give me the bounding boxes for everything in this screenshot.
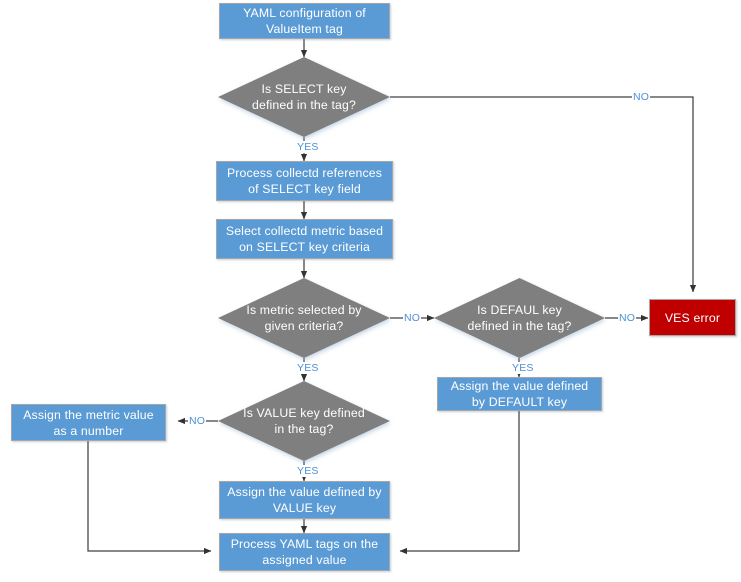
edge-assign-number-to-process-tags (87, 441, 212, 555)
node-value-key-decision[interactable]: Is VALUE key defined in the tag? (218, 381, 390, 461)
node-metric-selected-label: Is metric selected by given criteria? (246, 303, 362, 333)
node-defaul-key-label: Is DEFAUL key defined in the tag? (467, 303, 572, 333)
edge-label-metric-no: NO (403, 312, 422, 324)
node-assign-number-label: Assign the metric value as a number (23, 407, 154, 438)
node-select-key-label: Is SELECT key defined in the tag? (251, 82, 357, 112)
node-select-key-decision[interactable]: Is SELECT key defined in the tag? (218, 57, 390, 137)
node-start-label: YAML configuration of ValueItem tag (243, 6, 366, 36)
node-assign-number[interactable]: Assign the metric value as a number (11, 404, 166, 441)
node-ves-error[interactable]: VES error (649, 299, 736, 336)
node-assign-value[interactable]: Assign the value defined by VALUE key (219, 481, 390, 519)
node-process-tags-label: Process YAML tags on the assigned value (230, 537, 379, 567)
node-defaul-key-decision[interactable]: Is DEFAUL key defined in the tag? (434, 278, 605, 358)
node-ves-error-label: VES error (664, 310, 721, 325)
node-select-metric[interactable]: Select collectd metric based on SELECT k… (216, 219, 393, 259)
node-start[interactable]: YAML configuration of ValueItem tag (219, 3, 390, 39)
node-process-refs-label: Process collectd references of SELECT ke… (226, 166, 383, 196)
edge-label-metric-yes: YES (296, 362, 320, 374)
edge-label-value-no: NO (188, 415, 207, 427)
node-assign-value-label: Assign the value defined by VALUE key (227, 485, 382, 515)
edge-select-no-to-ves (390, 96, 697, 293)
edge-label-defaul-yes: YES (511, 362, 535, 374)
node-process-tags[interactable]: Process YAML tags on the assigned value (219, 533, 390, 571)
node-value-key-label: Is VALUE key defined in the tag? (243, 406, 365, 436)
edge-label-defaul-no: NO (618, 312, 637, 324)
edge-assign-default-to-process-tags (399, 411, 520, 555)
edge-label-value-yes: YES (296, 465, 320, 477)
node-assign-default-label: Assign the value defined by DEFAULT key (450, 379, 589, 409)
edge-label-select-yes: YES (296, 141, 320, 153)
node-select-metric-label: Select collectd metric based on SELECT k… (225, 224, 384, 254)
edge-label-select-no: NO (632, 91, 651, 103)
node-metric-selected-decision[interactable]: Is metric selected by given criteria? (218, 278, 390, 358)
node-process-refs[interactable]: Process collectd references of SELECT ke… (216, 161, 393, 201)
node-assign-default[interactable]: Assign the value defined by DEFAULT key (437, 377, 602, 411)
